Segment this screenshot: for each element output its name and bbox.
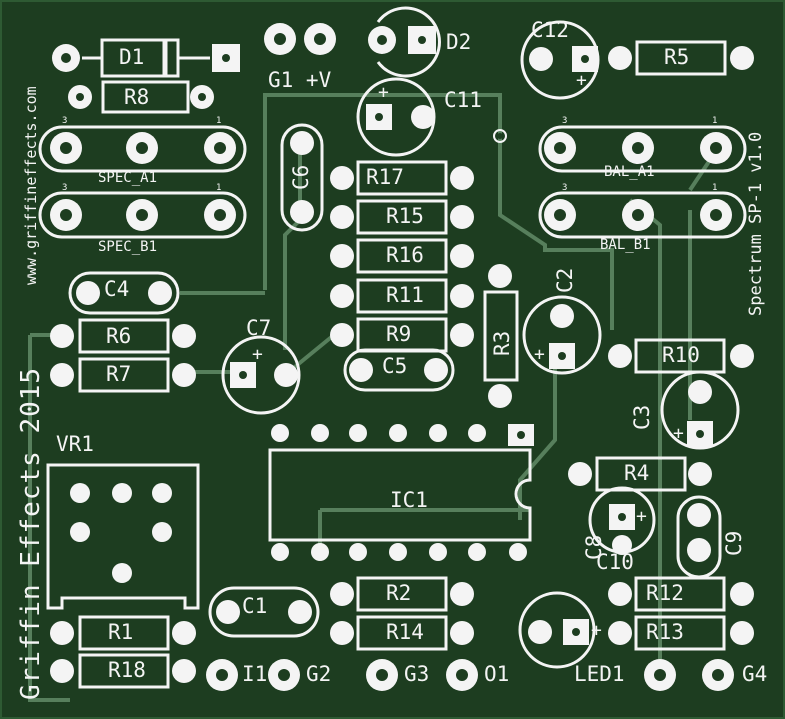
label-r3: R3 xyxy=(490,330,514,356)
label-c2: C2 xyxy=(553,267,577,293)
pin3-bal-a1: 3 xyxy=(562,116,568,126)
label-d1: D1 xyxy=(119,45,145,69)
label-c6: C6 xyxy=(289,164,313,190)
label-bal-a1: BAL_A1 xyxy=(604,164,655,180)
drill-holes xyxy=(60,33,724,681)
c8-plus: + xyxy=(636,506,647,527)
label-bal-b1: BAL_B1 xyxy=(600,237,651,253)
label-g3: G3 xyxy=(404,662,430,686)
label-r18: R18 xyxy=(108,658,146,682)
label-i1: I1 xyxy=(242,662,268,686)
label-g2: G2 xyxy=(306,662,332,686)
c3-plus: + xyxy=(673,423,684,444)
label-c4: C4 xyxy=(104,277,130,301)
pin1-bal-b1: 1 xyxy=(712,183,718,193)
product-text: Spectrum SP-1 v1.0 xyxy=(746,131,766,316)
label-r16: R16 xyxy=(386,243,424,267)
label-r15: R15 xyxy=(386,204,424,228)
brand-text: Griffin Effects 2015 xyxy=(16,366,46,700)
via xyxy=(493,129,507,143)
website-text: www.griffineffects.com xyxy=(22,86,40,285)
label-r12: R12 xyxy=(646,581,684,605)
label-ic1: IC1 xyxy=(390,488,428,512)
label-r11: R11 xyxy=(386,283,424,307)
label-r6: R6 xyxy=(106,324,132,348)
label-r2: R2 xyxy=(386,581,412,605)
label-r17: R17 xyxy=(366,165,404,189)
label-r7: R7 xyxy=(106,362,132,386)
label-c3: C3 xyxy=(630,404,654,430)
label-c5: C5 xyxy=(382,354,408,378)
pads xyxy=(50,23,754,691)
c11-plus: + xyxy=(378,82,389,103)
label-r13: R13 xyxy=(646,620,684,644)
label-r4: R4 xyxy=(624,461,650,485)
pin1-spec-b1: 1 xyxy=(216,183,222,193)
label-c9: C9 xyxy=(722,530,746,556)
label-c7: C7 xyxy=(246,316,272,340)
c2-plus: + xyxy=(534,344,545,365)
label-vr1: VR1 xyxy=(56,432,94,456)
label-led1: LED1 xyxy=(574,662,625,686)
label-r9: R9 xyxy=(386,322,412,346)
c7-plus: + xyxy=(252,344,263,365)
label-r8: R8 xyxy=(124,85,150,109)
label-c10: C10 xyxy=(596,550,634,574)
label-g1v: G1 +V xyxy=(268,68,332,92)
label-g4: G4 xyxy=(742,662,768,686)
label-c1: C1 xyxy=(242,594,268,618)
label-spec-a1: SPEC_A1 xyxy=(98,170,158,186)
pin3-spec-b1: 3 xyxy=(62,183,68,193)
label-o1: O1 xyxy=(484,662,510,686)
led1-plus: + xyxy=(591,620,602,641)
pin3-spec-a1: 3 xyxy=(62,116,68,126)
label-r1: R1 xyxy=(108,620,134,644)
label-r14: R14 xyxy=(386,620,424,644)
label-d2: D2 xyxy=(446,30,472,54)
pin3-bal-b1: 3 xyxy=(562,183,568,193)
pin1-bal-a1: 1 xyxy=(712,116,718,126)
label-c12: C12 xyxy=(531,18,569,42)
label-spec-b1: SPEC_B1 xyxy=(98,239,158,255)
label-r10: R10 xyxy=(662,343,700,367)
label-r5: R5 xyxy=(664,45,690,69)
c12-plus: + xyxy=(576,70,587,91)
pin1-spec-a1: 1 xyxy=(216,116,222,126)
label-c11: C11 xyxy=(444,88,482,112)
